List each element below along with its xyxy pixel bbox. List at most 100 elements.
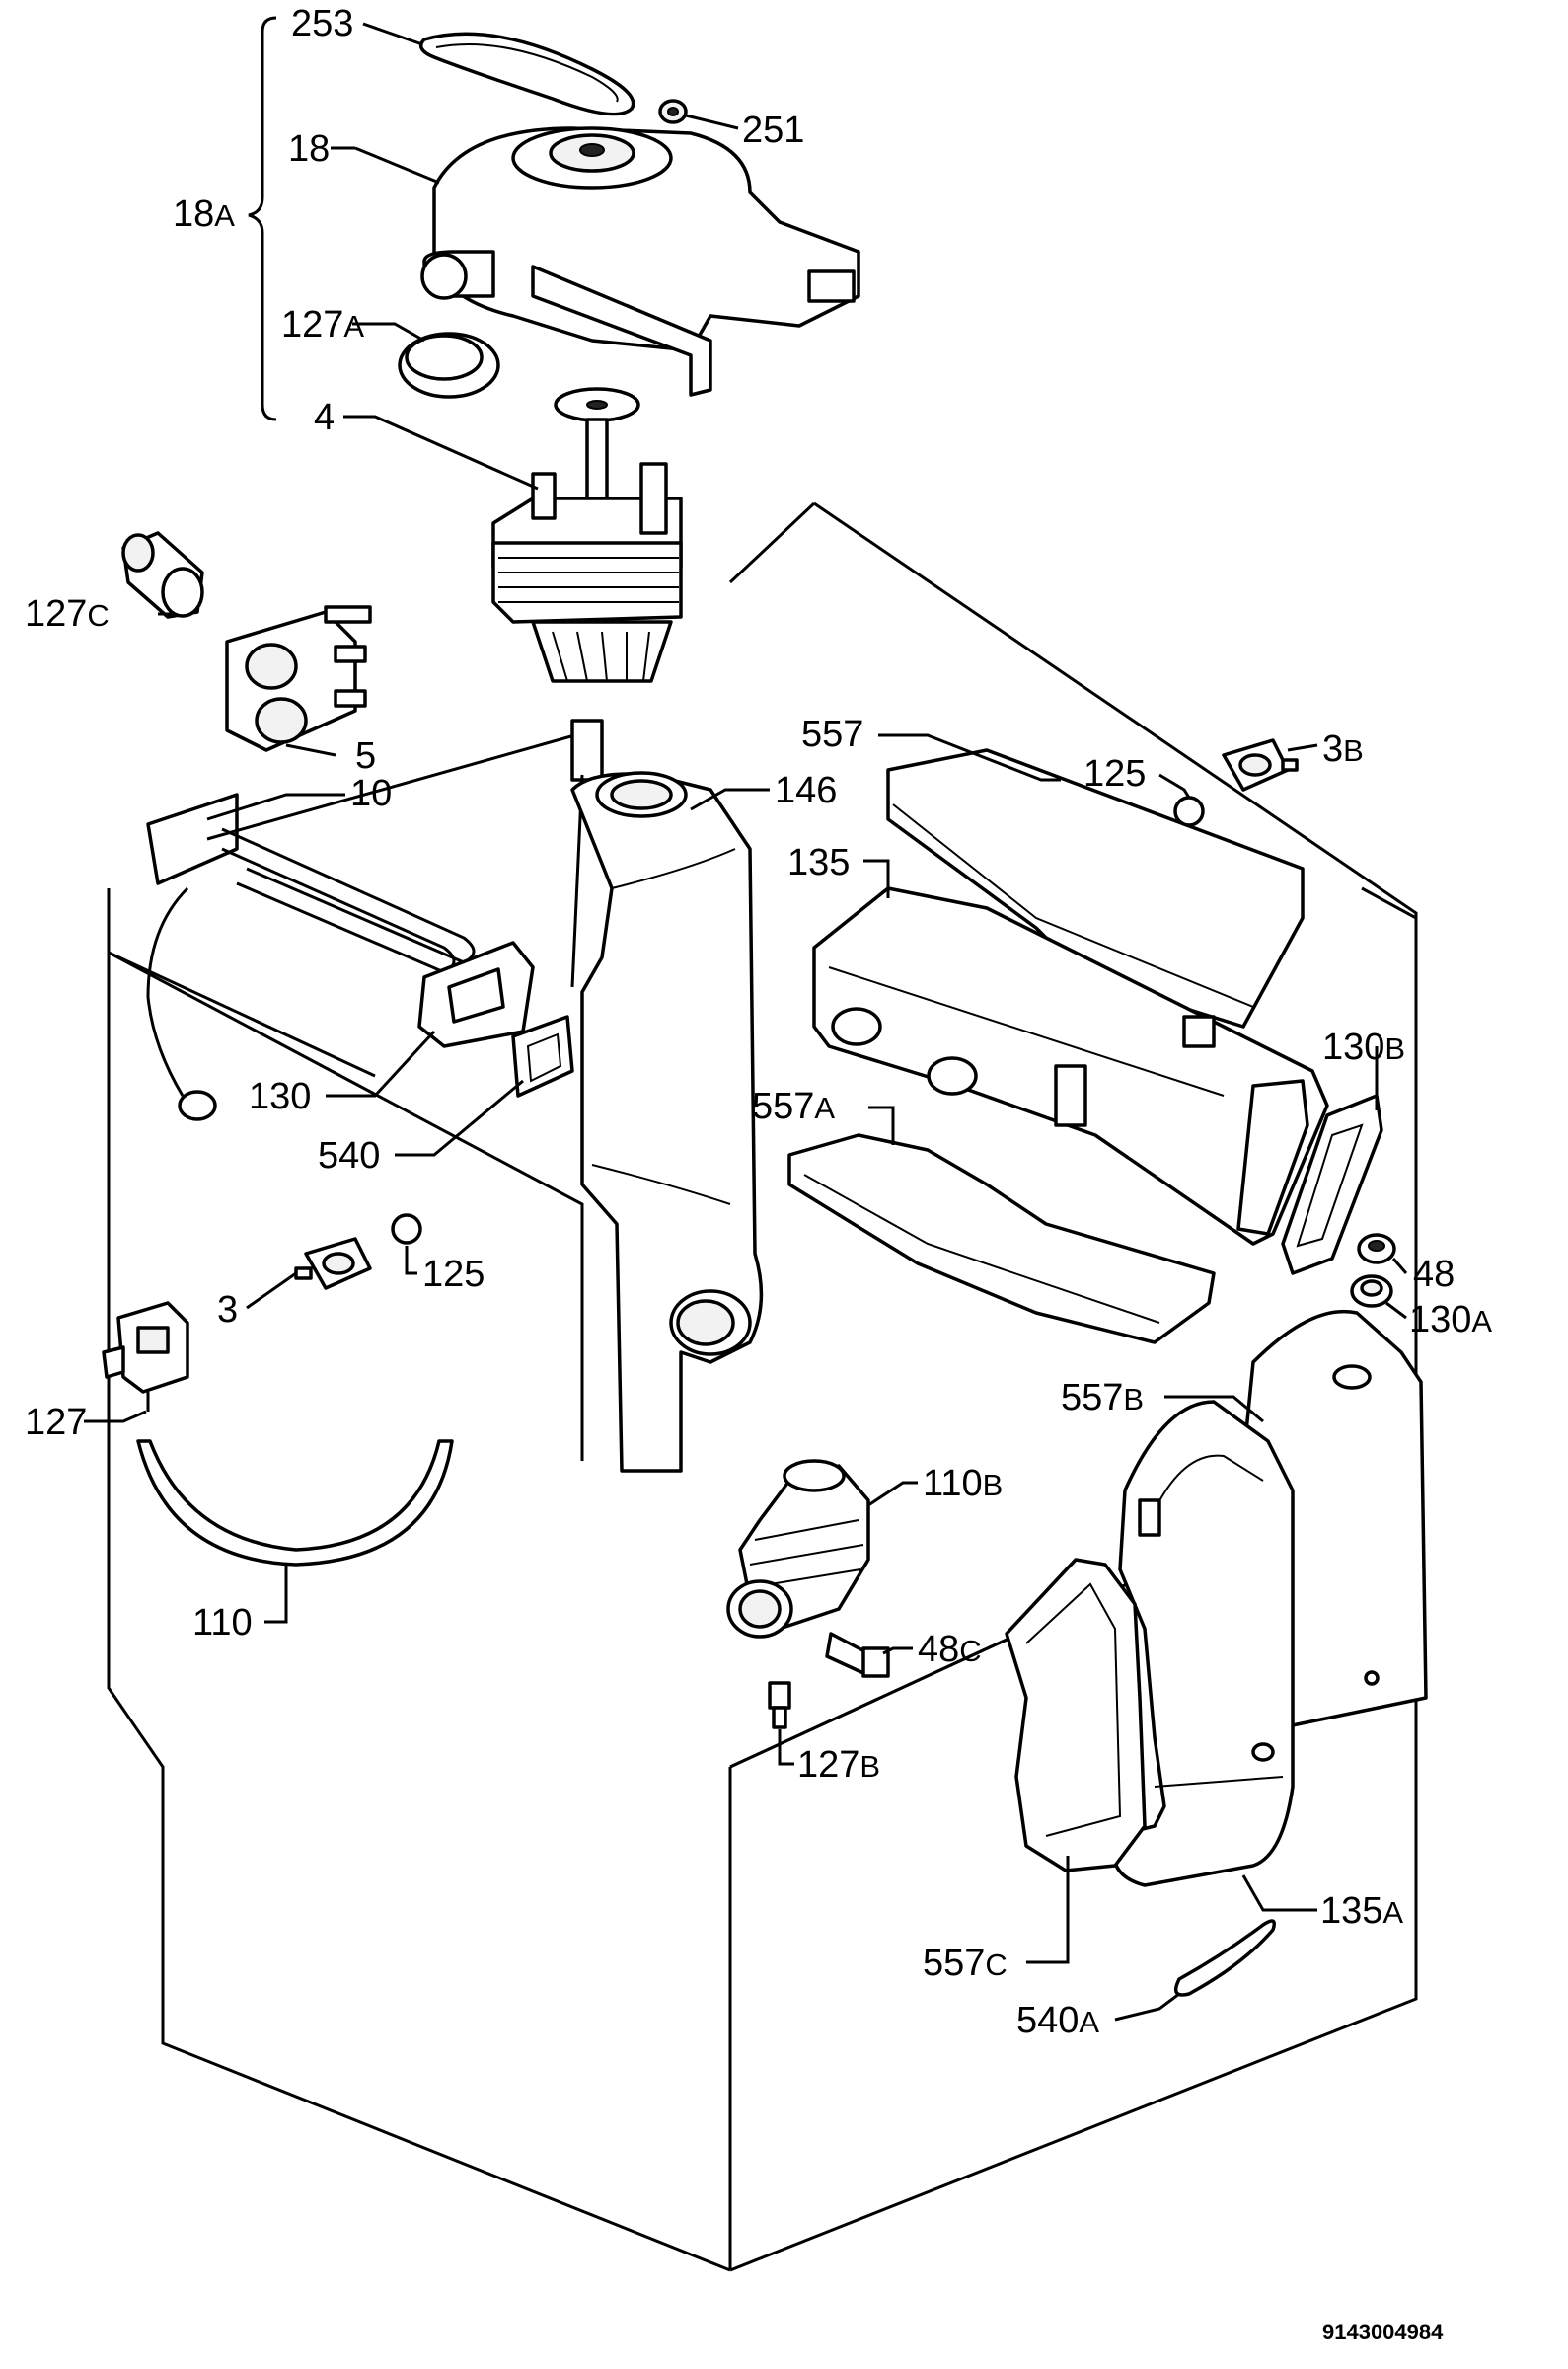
o-ring-125-lower — [391, 1213, 422, 1245]
callout-48: 48 — [1413, 1256, 1455, 1293]
inlet-valve-5 — [225, 605, 372, 752]
callout-110b: 110B — [923, 1465, 1003, 1502]
cover-557c — [1005, 1558, 1147, 1872]
callout-48c: 48C — [918, 1631, 982, 1668]
callout-suffix: B — [982, 1468, 1004, 1502]
bush-251 — [658, 99, 688, 124]
callout-5: 5 — [355, 737, 376, 775]
callout-number: 18 — [288, 128, 331, 170]
callout-number: 130 — [249, 1076, 312, 1117]
callout-127b: 127B — [797, 1746, 880, 1784]
document-number: 9143004984 — [1322, 2320, 1444, 2344]
callout-125-top: 125 — [1083, 755, 1146, 793]
callout-130: 130 — [249, 1078, 311, 1115]
callout-110: 110 — [192, 1604, 253, 1642]
callout-number: 146 — [775, 770, 838, 811]
callout-number: 127 — [25, 1402, 88, 1443]
callout-number: 557 — [752, 1086, 815, 1127]
callout-number: 48 — [918, 1629, 960, 1670]
callout-number: 3 — [1322, 728, 1344, 770]
seal-ring-127a — [398, 332, 500, 399]
callout-number: 18 — [173, 193, 215, 235]
callout-18: 18 — [288, 130, 330, 168]
hose-110 — [136, 1439, 454, 1567]
callout-253: 253 — [291, 5, 353, 42]
callout-540a: 540A — [1016, 2002, 1099, 2039]
callout-suffix: A — [343, 309, 365, 344]
callout-557b: 557B — [1061, 1379, 1144, 1416]
thermostat-3b — [1222, 738, 1299, 792]
callout-number: 135 — [1320, 1890, 1383, 1932]
callout-number: 540 — [318, 1135, 381, 1177]
callout-127: 127 — [25, 1404, 87, 1441]
callout-3b: 3B — [1322, 730, 1364, 768]
callout-3: 3 — [217, 1291, 238, 1329]
callout-557c: 557C — [923, 1945, 1008, 1982]
callout-540: 540 — [318, 1137, 380, 1175]
callout-number: 135 — [787, 842, 851, 883]
bellows-110b — [726, 1459, 870, 1639]
callout-suffix: C — [985, 1948, 1008, 1982]
callout-number: 253 — [291, 3, 354, 44]
callout-suffix: B — [859, 1749, 881, 1784]
callout-number: 48 — [1413, 1254, 1456, 1295]
callout-number: 557 — [801, 714, 864, 755]
callout-135a: 135A — [1320, 1892, 1403, 1930]
fitting-127b — [768, 1681, 791, 1729]
callout-number: 130 — [1409, 1299, 1472, 1340]
callout-130a: 130A — [1409, 1301, 1492, 1338]
leader-lines — [84, 22, 1408, 2022]
callout-4: 4 — [314, 399, 335, 436]
callout-125-lower: 125 — [422, 1256, 485, 1293]
gasket-540 — [511, 1015, 574, 1098]
callout-suffix: C — [87, 598, 110, 633]
callout-number: 5 — [355, 735, 377, 777]
callout-number: 557 — [923, 1943, 986, 1984]
connector-127c — [121, 531, 204, 619]
gasket-130 — [417, 941, 535, 1048]
callout-suffix: B — [1343, 733, 1364, 768]
callout-135: 135 — [787, 844, 850, 881]
heater-housing-135 — [812, 886, 1329, 1246]
duct-146 — [570, 771, 764, 1473]
callout-suffix: B — [1384, 1032, 1406, 1066]
callout-18a: 18A — [173, 195, 235, 233]
callout-number: 127 — [797, 1744, 860, 1786]
callout-number: 127 — [281, 304, 344, 345]
callout-number: 557 — [1061, 1377, 1124, 1418]
cover-557 — [886, 748, 1305, 1029]
group-bracket-18a — [248, 16, 277, 421]
callout-number: 251 — [742, 110, 805, 151]
callout-10: 10 — [350, 775, 392, 812]
callout-suffix: A — [814, 1091, 836, 1125]
callout-suffix: A — [1471, 1304, 1493, 1338]
sensor-48 — [1357, 1233, 1396, 1264]
callout-number: 3 — [217, 1289, 239, 1331]
callout-number: 4 — [314, 397, 336, 438]
sensor-48c — [825, 1632, 890, 1678]
callout-suffix: B — [1123, 1382, 1145, 1416]
callout-number: 540 — [1016, 2000, 1080, 2041]
callout-number: 10 — [350, 773, 393, 814]
callout-suffix: A — [1079, 2005, 1100, 2039]
callout-number: 125 — [1083, 753, 1147, 795]
callout-127c: 127C — [25, 595, 110, 633]
callout-suffix: A — [214, 198, 235, 233]
callout-number: 110 — [192, 1602, 253, 1643]
fan-housing-18 — [420, 126, 860, 397]
callout-number: 110 — [923, 1463, 983, 1504]
callout-557: 557 — [801, 716, 863, 753]
cabinet-outline — [107, 501, 1418, 2272]
callout-number: 125 — [422, 1254, 485, 1295]
callout-251: 251 — [742, 112, 804, 149]
drive-belt-253 — [418, 32, 635, 116]
cover-557a — [787, 1133, 1216, 1344]
gasket-130a — [1350, 1274, 1393, 1308]
callout-127a: 127A — [281, 306, 364, 344]
motor-4 — [491, 387, 683, 683]
callout-146: 146 — [775, 772, 837, 809]
callout-number: 127 — [25, 593, 88, 635]
callout-number: 130 — [1322, 1027, 1385, 1068]
callout-suffix: C — [959, 1634, 982, 1668]
